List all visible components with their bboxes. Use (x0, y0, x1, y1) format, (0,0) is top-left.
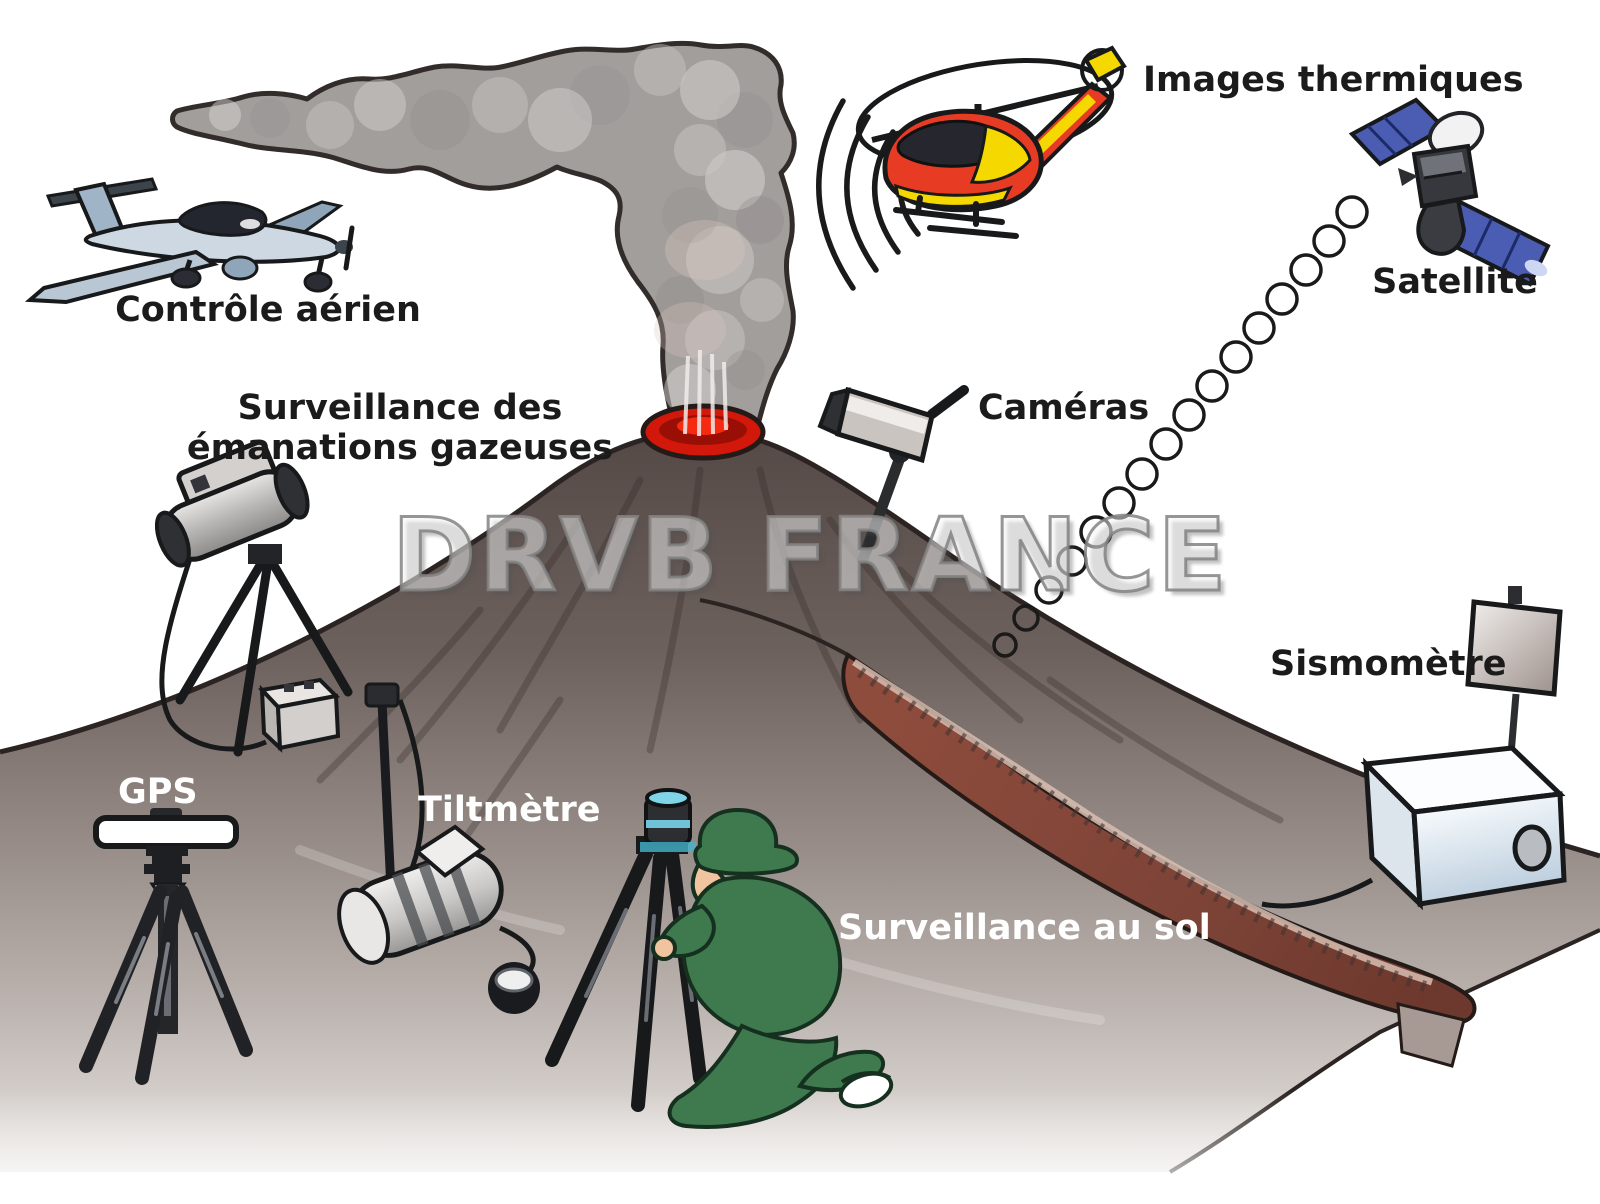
label-satellite: Satellite (1372, 262, 1538, 302)
gps-leg-slots (114, 932, 224, 1016)
tiltmeter-device (337, 682, 540, 1014)
watermark: DRVB FRANCE (391, 495, 1230, 616)
smoke-plume (170, 40, 797, 439)
gas-battery-box (257, 677, 341, 753)
surveillance-camera (817, 385, 969, 564)
label-gas-line1: Surveillance des (237, 388, 563, 428)
survey-scope (640, 788, 696, 852)
label-ground-monitoring: Surveillance au sol (838, 908, 1211, 948)
satellite (992, 97, 1551, 658)
gas-monitoring-station (154, 439, 353, 757)
gas-cable (159, 539, 268, 752)
label-gps: GPS (118, 772, 198, 812)
label-aerial-control: Contrôle aérien (115, 290, 421, 330)
tiltmeter-cylinder (337, 824, 504, 965)
label-cameras: Caméras (978, 388, 1150, 428)
lava-flow (699, 598, 1477, 1068)
seismometer-station (1261, 586, 1567, 911)
ground-fade (0, 1090, 1600, 1204)
gas-spectrometer (154, 439, 310, 568)
crater-steam-streaks (683, 349, 728, 437)
crater (640, 349, 766, 461)
smoke-texture (209, 44, 784, 416)
label-tiltmeter: Tiltmètre (418, 790, 601, 830)
observer-person (651, 807, 894, 1129)
gps-stem (144, 846, 190, 884)
ground-observer (545, 788, 894, 1129)
gps-station (79, 808, 253, 1085)
label-gas-line2: émanations gazeuses (186, 428, 614, 469)
label-gas-monitoring: Surveillance des émanations gazeuses (187, 388, 613, 469)
helicopter-skids (893, 195, 1019, 239)
gas-tripod (175, 557, 353, 757)
helicopter (816, 45, 1127, 291)
satellite-signal-coil (992, 195, 1369, 658)
label-thermal-images: Images thermiques (1143, 60, 1524, 100)
label-seismometer: Sismomètre (1270, 644, 1507, 684)
gas-tripod-head (248, 544, 282, 564)
airplane (24, 177, 355, 305)
